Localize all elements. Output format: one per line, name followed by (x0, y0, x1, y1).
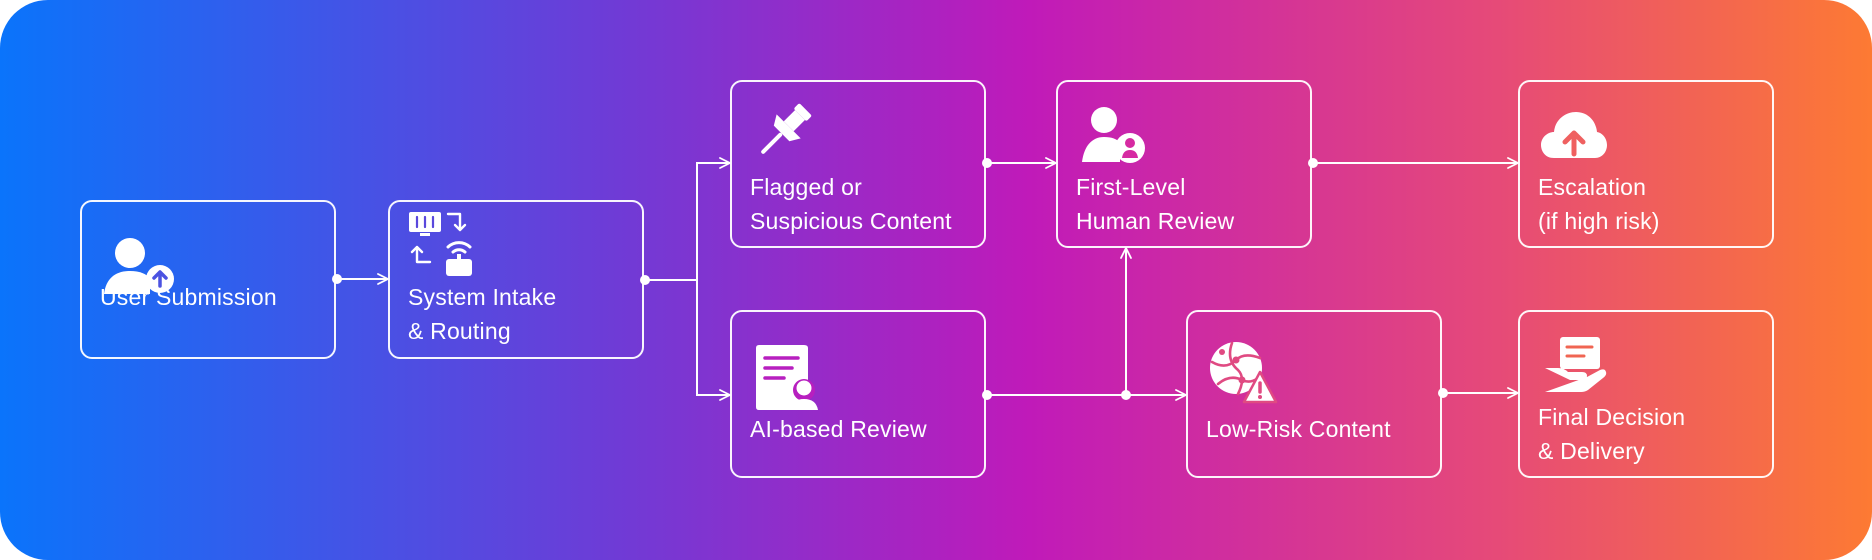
routing-icon (409, 212, 472, 276)
node-flagged-content: Flagged or Suspicious Content (730, 80, 986, 248)
node-label: AI-based Review (750, 416, 927, 442)
document-reviewer-icon (756, 345, 818, 410)
node-label: Low-Risk Content (1206, 416, 1391, 442)
user-badge-icon (1082, 107, 1145, 163)
node-user-submission: User Submission (80, 200, 336, 359)
user-upload-icon (104, 238, 174, 294)
edge-intake-to-ai (696, 280, 731, 401)
node-first-level-review: First-Level Human Review (1056, 80, 1312, 248)
globe-warning-icon (1210, 341, 1278, 404)
node-final-decision: Final Decision & Delivery (1518, 310, 1774, 478)
node-label: Final Decision & Delivery (1538, 404, 1686, 464)
node-label: Escalation (if high risk) (1538, 174, 1660, 234)
cloud-upload-icon (1541, 112, 1607, 158)
node-label: Flagged or Suspicious Content (750, 174, 952, 234)
node-label: First-Level Human Review (1076, 174, 1235, 234)
node-label: User Submission (100, 284, 277, 310)
node-low-risk-content: Low-Risk Content (1186, 310, 1442, 478)
node-label: System Intake & Routing (408, 284, 557, 344)
connector-dot (1121, 390, 1131, 400)
pushpin-icon (761, 103, 812, 154)
node-ai-review: AI-based Review (730, 310, 986, 478)
hand-document-icon (1545, 337, 1607, 392)
edge-intake-to-flagged (696, 157, 731, 280)
node-escalation: Escalation (if high risk) (1518, 80, 1774, 248)
node-system-intake: System Intake & Routing (388, 200, 644, 359)
